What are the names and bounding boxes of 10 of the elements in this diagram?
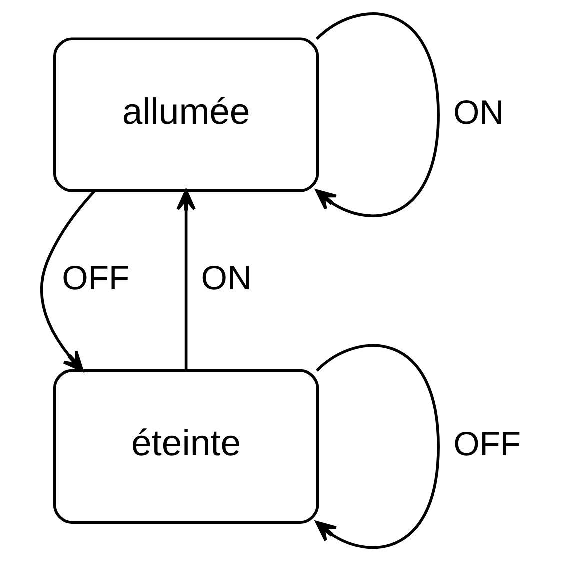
edge-label: ON [200, 260, 252, 298]
arrow [176, 190, 196, 370]
edge-label: OFF [62, 260, 130, 298]
arrow [315, 12, 440, 218]
edge-label: OFF [453, 425, 521, 464]
arrow [315, 344, 440, 549]
arrow [40, 190, 96, 372]
node-box: allumée [53, 38, 319, 192]
node-box: éteinte [53, 369, 319, 524]
edge-label: ON [453, 94, 504, 132]
